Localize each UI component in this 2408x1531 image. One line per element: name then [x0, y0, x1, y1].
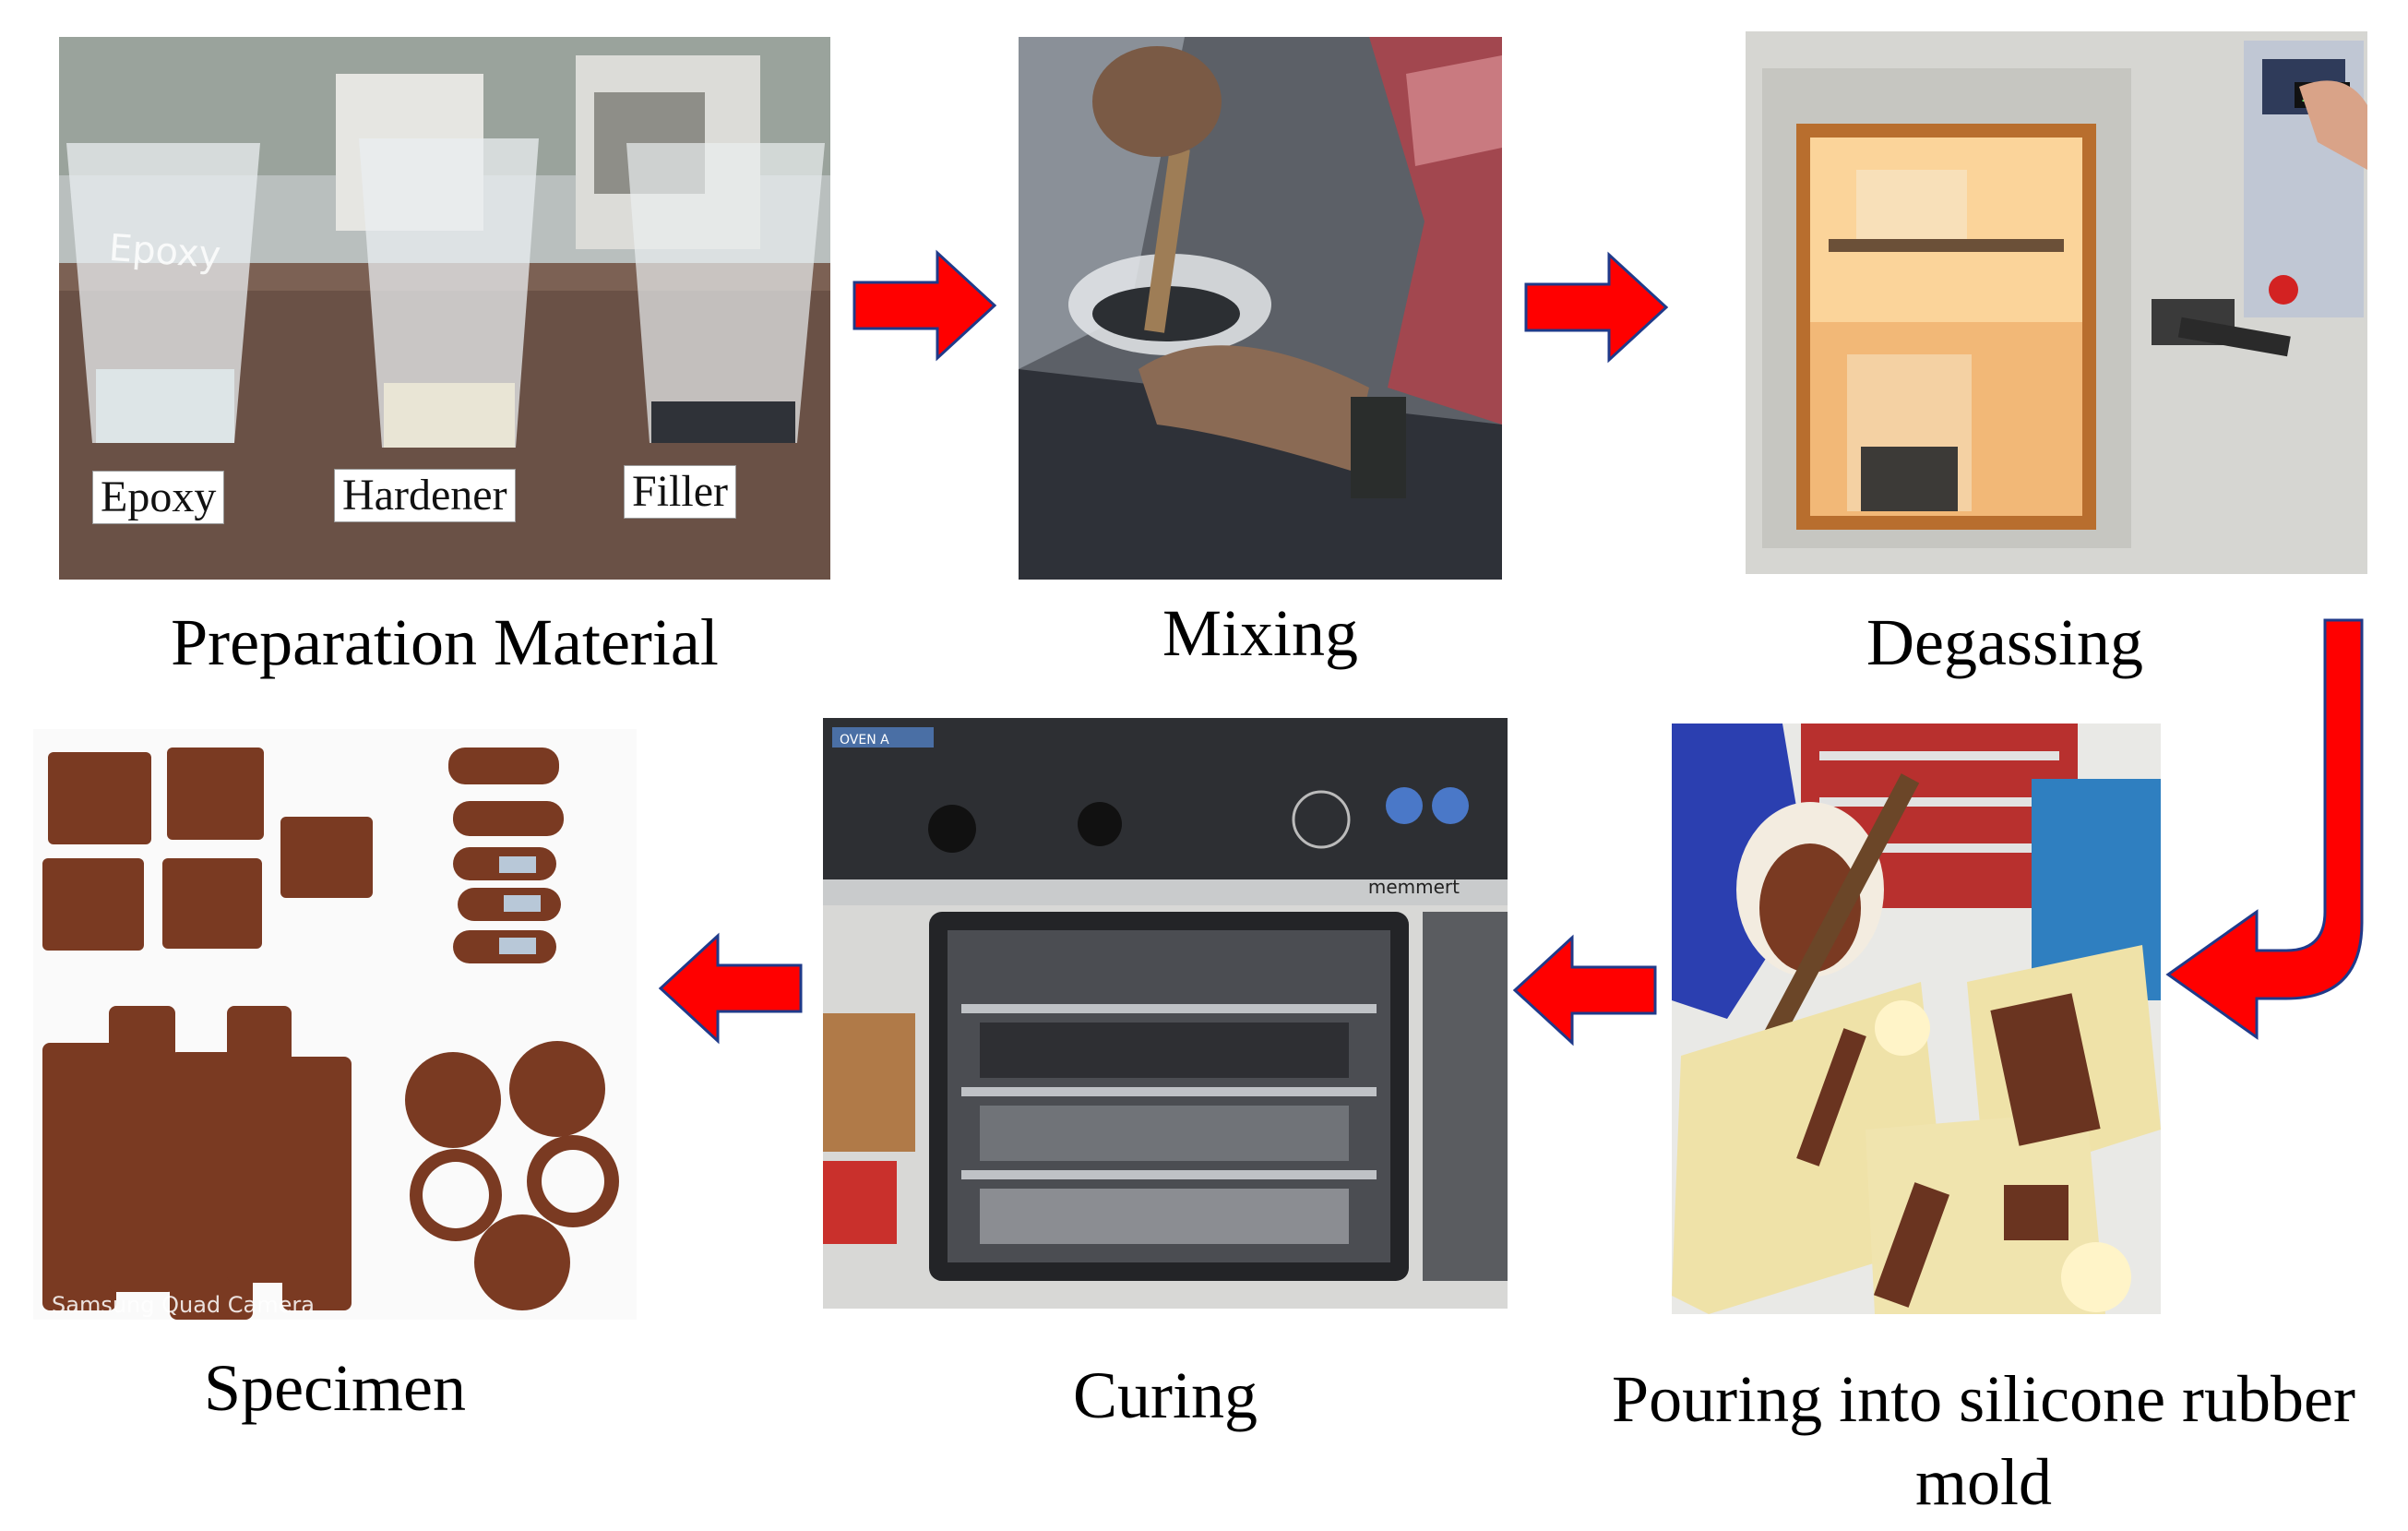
- epoxy-label: Epoxy: [92, 471, 225, 524]
- pouring-caption-line2: mold: [1914, 1445, 2052, 1519]
- pouring-photo: [1672, 724, 2161, 1314]
- curing-caption: Curing: [1072, 1358, 1258, 1432]
- down-left-arrow-icon: [2164, 618, 2373, 1041]
- oven-label: OVEN A: [840, 733, 889, 748]
- camera-watermark: Samsung Quad Camera: [52, 1292, 315, 1318]
- degassing-caption: Degassing: [1866, 605, 2143, 679]
- right-arrow-icon: [1524, 251, 1669, 364]
- pouring-caption-line1: Pouring into silicone rubber: [1612, 1362, 2355, 1436]
- left-arrow-icon: [657, 932, 803, 1045]
- mixing-photo: [1019, 37, 1502, 580]
- degassing-photo: 1002: [1746, 31, 2367, 574]
- specimen-photo: Samsung Quad Camera: [33, 729, 637, 1320]
- curing-photo: OVEN A memmert: [823, 718, 1508, 1309]
- preparation-caption: Preparation Material: [171, 605, 719, 679]
- right-arrow-icon: [852, 249, 997, 362]
- preparation-photo: [59, 37, 830, 580]
- cup-handwriting: Epoxy: [107, 226, 222, 278]
- hardener-label: Hardener: [334, 469, 516, 522]
- oven-brand: memmert: [1368, 876, 1460, 898]
- mixing-caption: Mixing: [1162, 596, 1359, 670]
- filler-label: Filler: [624, 465, 736, 519]
- left-arrow-icon: [1512, 934, 1657, 1047]
- specimen-caption: Specimen: [204, 1351, 466, 1425]
